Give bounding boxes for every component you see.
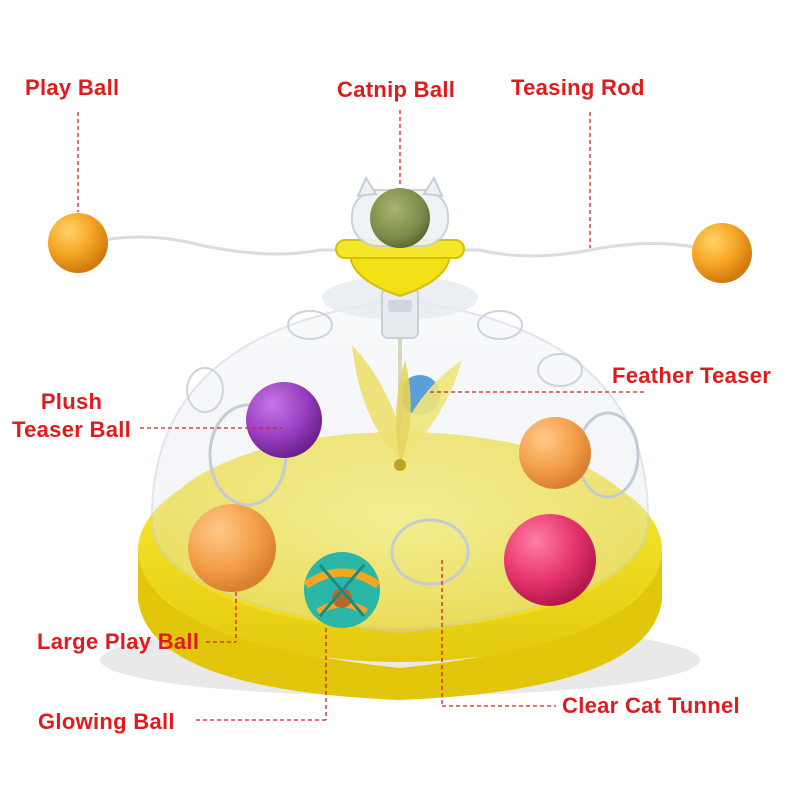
label-catnip-ball: Catnip Ball (337, 77, 456, 102)
feather-teaser (352, 330, 462, 471)
label-plush-line2: Teaser Ball (12, 417, 132, 443)
label-large-play-ball: Large Play Ball (37, 629, 200, 654)
catnip-holder (335, 175, 465, 298)
pink-plush-ball (504, 514, 596, 606)
large-play-ball (188, 504, 276, 592)
play-ball-left (48, 213, 108, 273)
plush-teaser-ball (246, 382, 322, 458)
play-ball-right (692, 223, 752, 283)
label-plush-teaser-ball: Plush Teaser Ball (12, 389, 132, 443)
dome-hole (477, 310, 523, 340)
dome-hole (186, 367, 224, 413)
label-glowing-ball: Glowing Ball (38, 709, 175, 734)
glowing-ball (303, 552, 381, 628)
dome-hole (287, 310, 333, 340)
leader-lines (77, 110, 646, 721)
label-clear-cat-tunnel: Clear Cat Tunnel (562, 693, 740, 718)
catnip-ball (370, 188, 430, 248)
label-plush-line1: Plush (40, 389, 103, 414)
orange-ball-right (519, 417, 591, 489)
label-teasing-rod: Teasing Rod (511, 75, 645, 100)
dome-hole (537, 353, 583, 387)
label-play-ball: Play Ball (25, 75, 120, 100)
label-feather-teaser: Feather Teaser (612, 363, 772, 388)
dome-hole (390, 518, 470, 586)
